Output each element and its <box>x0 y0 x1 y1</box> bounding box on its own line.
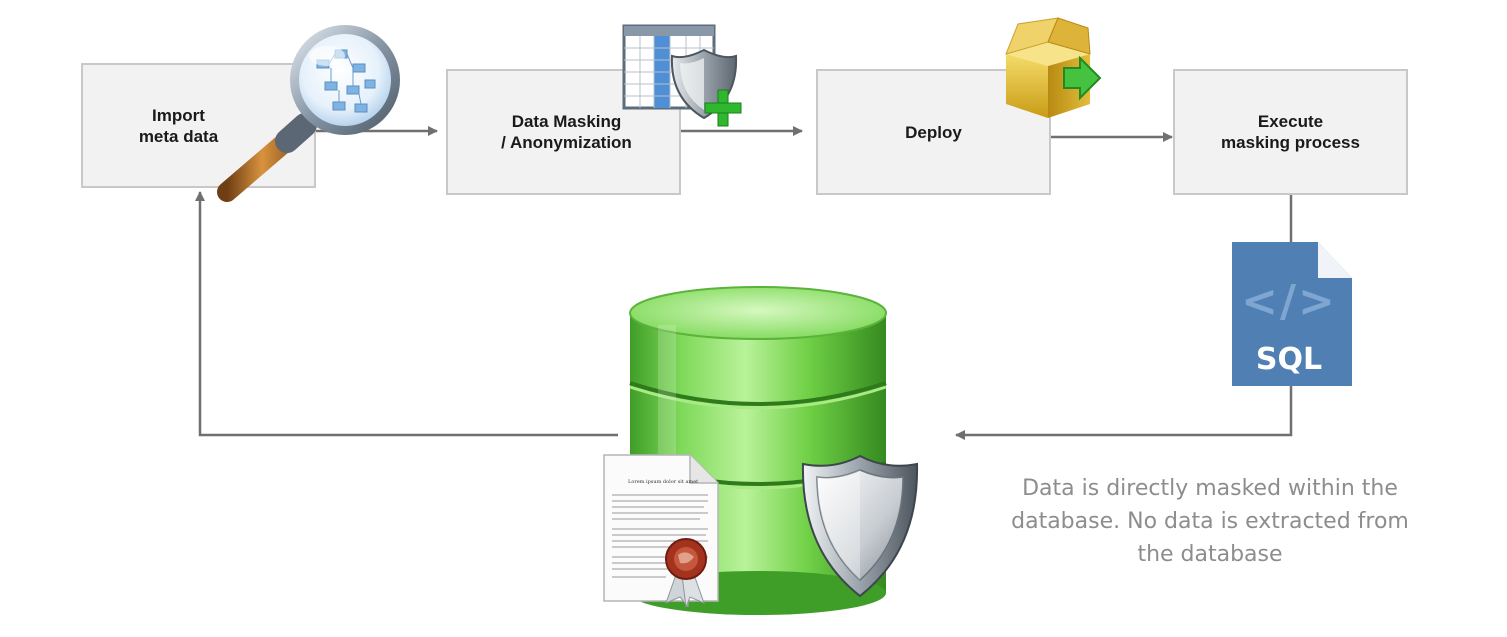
magnifier-icon <box>217 25 400 202</box>
step-masking-line1: Data Masking <box>511 112 622 131</box>
note-line-1: Data is directly masked within the <box>1022 476 1398 501</box>
document-icon: Lorem ipsum dolor sit amet <box>603 454 719 607</box>
code-symbol: </> <box>1241 276 1337 327</box>
box-icon <box>1005 17 1102 118</box>
step-import-meta-data: Import meta data <box>81 63 316 188</box>
shield-icon <box>801 454 919 598</box>
sql-label: SQL <box>1255 342 1323 377</box>
explanation-note: Data is directly masked within the datab… <box>990 472 1430 571</box>
note-line-2: database. No data is extracted from <box>1011 509 1409 534</box>
step-execute-line1: Execute <box>1257 112 1324 131</box>
arrow-database-to-import <box>195 191 618 437</box>
arrow-sql-to-database <box>955 385 1293 440</box>
step-import-line2: meta data <box>138 126 219 146</box>
step-data-masking: Data Masking / Anonymization <box>446 69 681 195</box>
note-line-3: the database <box>1137 542 1283 567</box>
step-execute-masking: Execute masking process <box>1173 69 1408 195</box>
document-heading: Lorem ipsum dolor sit amet <box>628 479 698 485</box>
step-deploy-line1: Deploy <box>905 122 962 142</box>
table-shield-icon <box>622 24 742 127</box>
step-import-line1: Import <box>152 105 205 125</box>
step-execute-line2: masking process <box>1221 133 1360 152</box>
step-masking-line2: / Anonymization <box>501 133 632 152</box>
sql-file-icon: </> SQL <box>1226 238 1356 390</box>
